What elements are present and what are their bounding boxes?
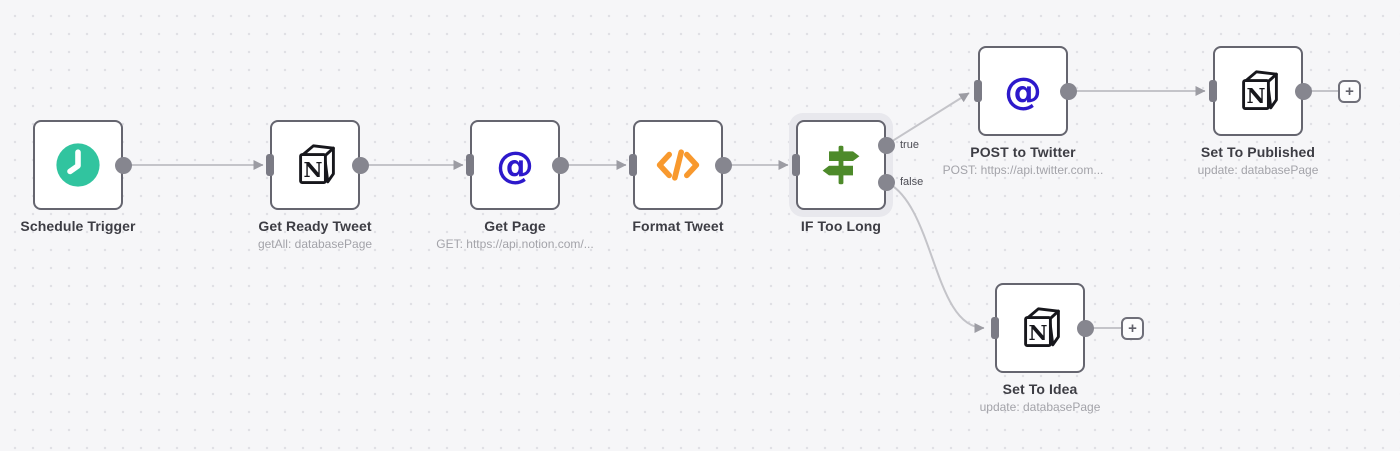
input-connector[interactable] <box>1209 80 1217 102</box>
output-connector[interactable] <box>1059 82 1077 100</box>
connection-if-too-long-false-to-set-to-idea[interactable] <box>885 181 985 333</box>
output-connector[interactable] <box>1076 319 1094 337</box>
node-label: Set To Published <box>1200 144 1316 160</box>
input-connector[interactable] <box>792 154 800 176</box>
node-get-ready-tweet: N Get Ready Tweet getAll: databasePage <box>258 120 372 251</box>
node-label: Format Tweet <box>632 218 724 234</box>
clock-icon <box>54 141 102 189</box>
output-connector[interactable] <box>1294 82 1312 100</box>
node-if-too-long: IF Too Long true false <box>789 113 923 234</box>
node-box[interactable]: N <box>995 283 1085 373</box>
node-box[interactable]: N <box>1213 46 1303 136</box>
plus-icon: + <box>1128 320 1137 337</box>
output-label-true: true <box>900 139 919 151</box>
node-set-to-published: N Set To Published update: databasePage <box>1198 46 1318 177</box>
add-after-set-to-idea-button[interactable]: + <box>1121 317 1144 340</box>
code-icon <box>654 141 702 189</box>
output-connector-false[interactable] <box>877 173 895 191</box>
output-connector[interactable] <box>714 156 732 174</box>
at-icon: @ <box>999 67 1047 115</box>
node-box[interactable]: @ <box>978 46 1068 136</box>
input-connector[interactable] <box>974 80 982 102</box>
input-connector[interactable] <box>266 154 274 176</box>
node-format-tweet: Format Tweet <box>629 120 732 234</box>
node-get-page: @ Get Page GET: https://api.notion.com/.… <box>436 120 594 251</box>
node-text: Set To Published update: databasePage <box>1198 144 1319 177</box>
node-label: Get Ready Tweet <box>258 218 372 234</box>
node-subtitle: update: databasePage <box>1197 163 1319 177</box>
input-connector[interactable] <box>466 154 474 176</box>
node-schedule-trigger: Schedule Trigger <box>20 120 135 234</box>
node-subtitle: POST: https://api.twitter.com... <box>942 163 1104 177</box>
notion-icon: N <box>291 141 339 189</box>
node-box[interactable]: @ <box>470 120 560 210</box>
output-connector-true[interactable] <box>877 136 895 154</box>
node-label: Schedule Trigger <box>20 218 136 234</box>
notion-icon: N <box>1016 304 1064 352</box>
input-connector[interactable] <box>629 154 637 176</box>
output-connector[interactable] <box>551 156 569 174</box>
node-text: Set To Idea update: databasePage <box>980 381 1101 414</box>
node-subtitle: GET: https://api.notion.com/... <box>436 237 594 251</box>
node-set-to-idea: N Set To Idea update: databasePage <box>980 283 1100 414</box>
svg-text:N: N <box>303 157 322 182</box>
node-box[interactable]: N <box>270 120 360 210</box>
node-text: POST to Twitter POST: https://api.twitte… <box>943 144 1104 177</box>
node-label: POST to Twitter <box>970 144 1076 160</box>
node-subtitle: update: databasePage <box>979 400 1101 414</box>
node-text: Get Page GET: https://api.notion.com/... <box>436 218 593 251</box>
node-label: Set To Idea <box>1002 381 1078 397</box>
connection-if-too-long-true-to-post-to-twitter[interactable] <box>885 92 970 146</box>
node-label: Get Page <box>484 218 546 234</box>
at-icon: @ <box>491 141 539 189</box>
node-text: Format Tweet <box>632 218 723 234</box>
output-label-false: false <box>900 176 924 188</box>
output-connector[interactable] <box>114 156 132 174</box>
svg-text:@: @ <box>1004 69 1042 113</box>
svg-text:@: @ <box>496 143 534 187</box>
signpost-icon <box>817 141 865 189</box>
node-subtitle: getAll: databasePage <box>257 237 373 251</box>
svg-text:N: N <box>1246 83 1265 108</box>
add-after-set-to-published-button[interactable]: + <box>1338 80 1361 103</box>
notion-icon: N <box>1234 67 1282 115</box>
node-post-to-twitter: @ POST to Twitter POST: https://api.twit… <box>943 46 1103 177</box>
node-box[interactable] <box>33 120 123 210</box>
node-text: IF Too Long <box>801 218 881 234</box>
node-box[interactable] <box>796 120 886 210</box>
input-connector[interactable] <box>991 317 999 339</box>
node-box[interactable] <box>633 120 723 210</box>
plus-icon: + <box>1345 83 1354 100</box>
output-connector[interactable] <box>351 156 369 174</box>
node-text: Get Ready Tweet getAll: databasePage <box>258 218 372 251</box>
svg-text:N: N <box>1028 320 1047 345</box>
node-label: IF Too Long <box>800 218 882 234</box>
node-text: Schedule Trigger <box>20 218 135 234</box>
